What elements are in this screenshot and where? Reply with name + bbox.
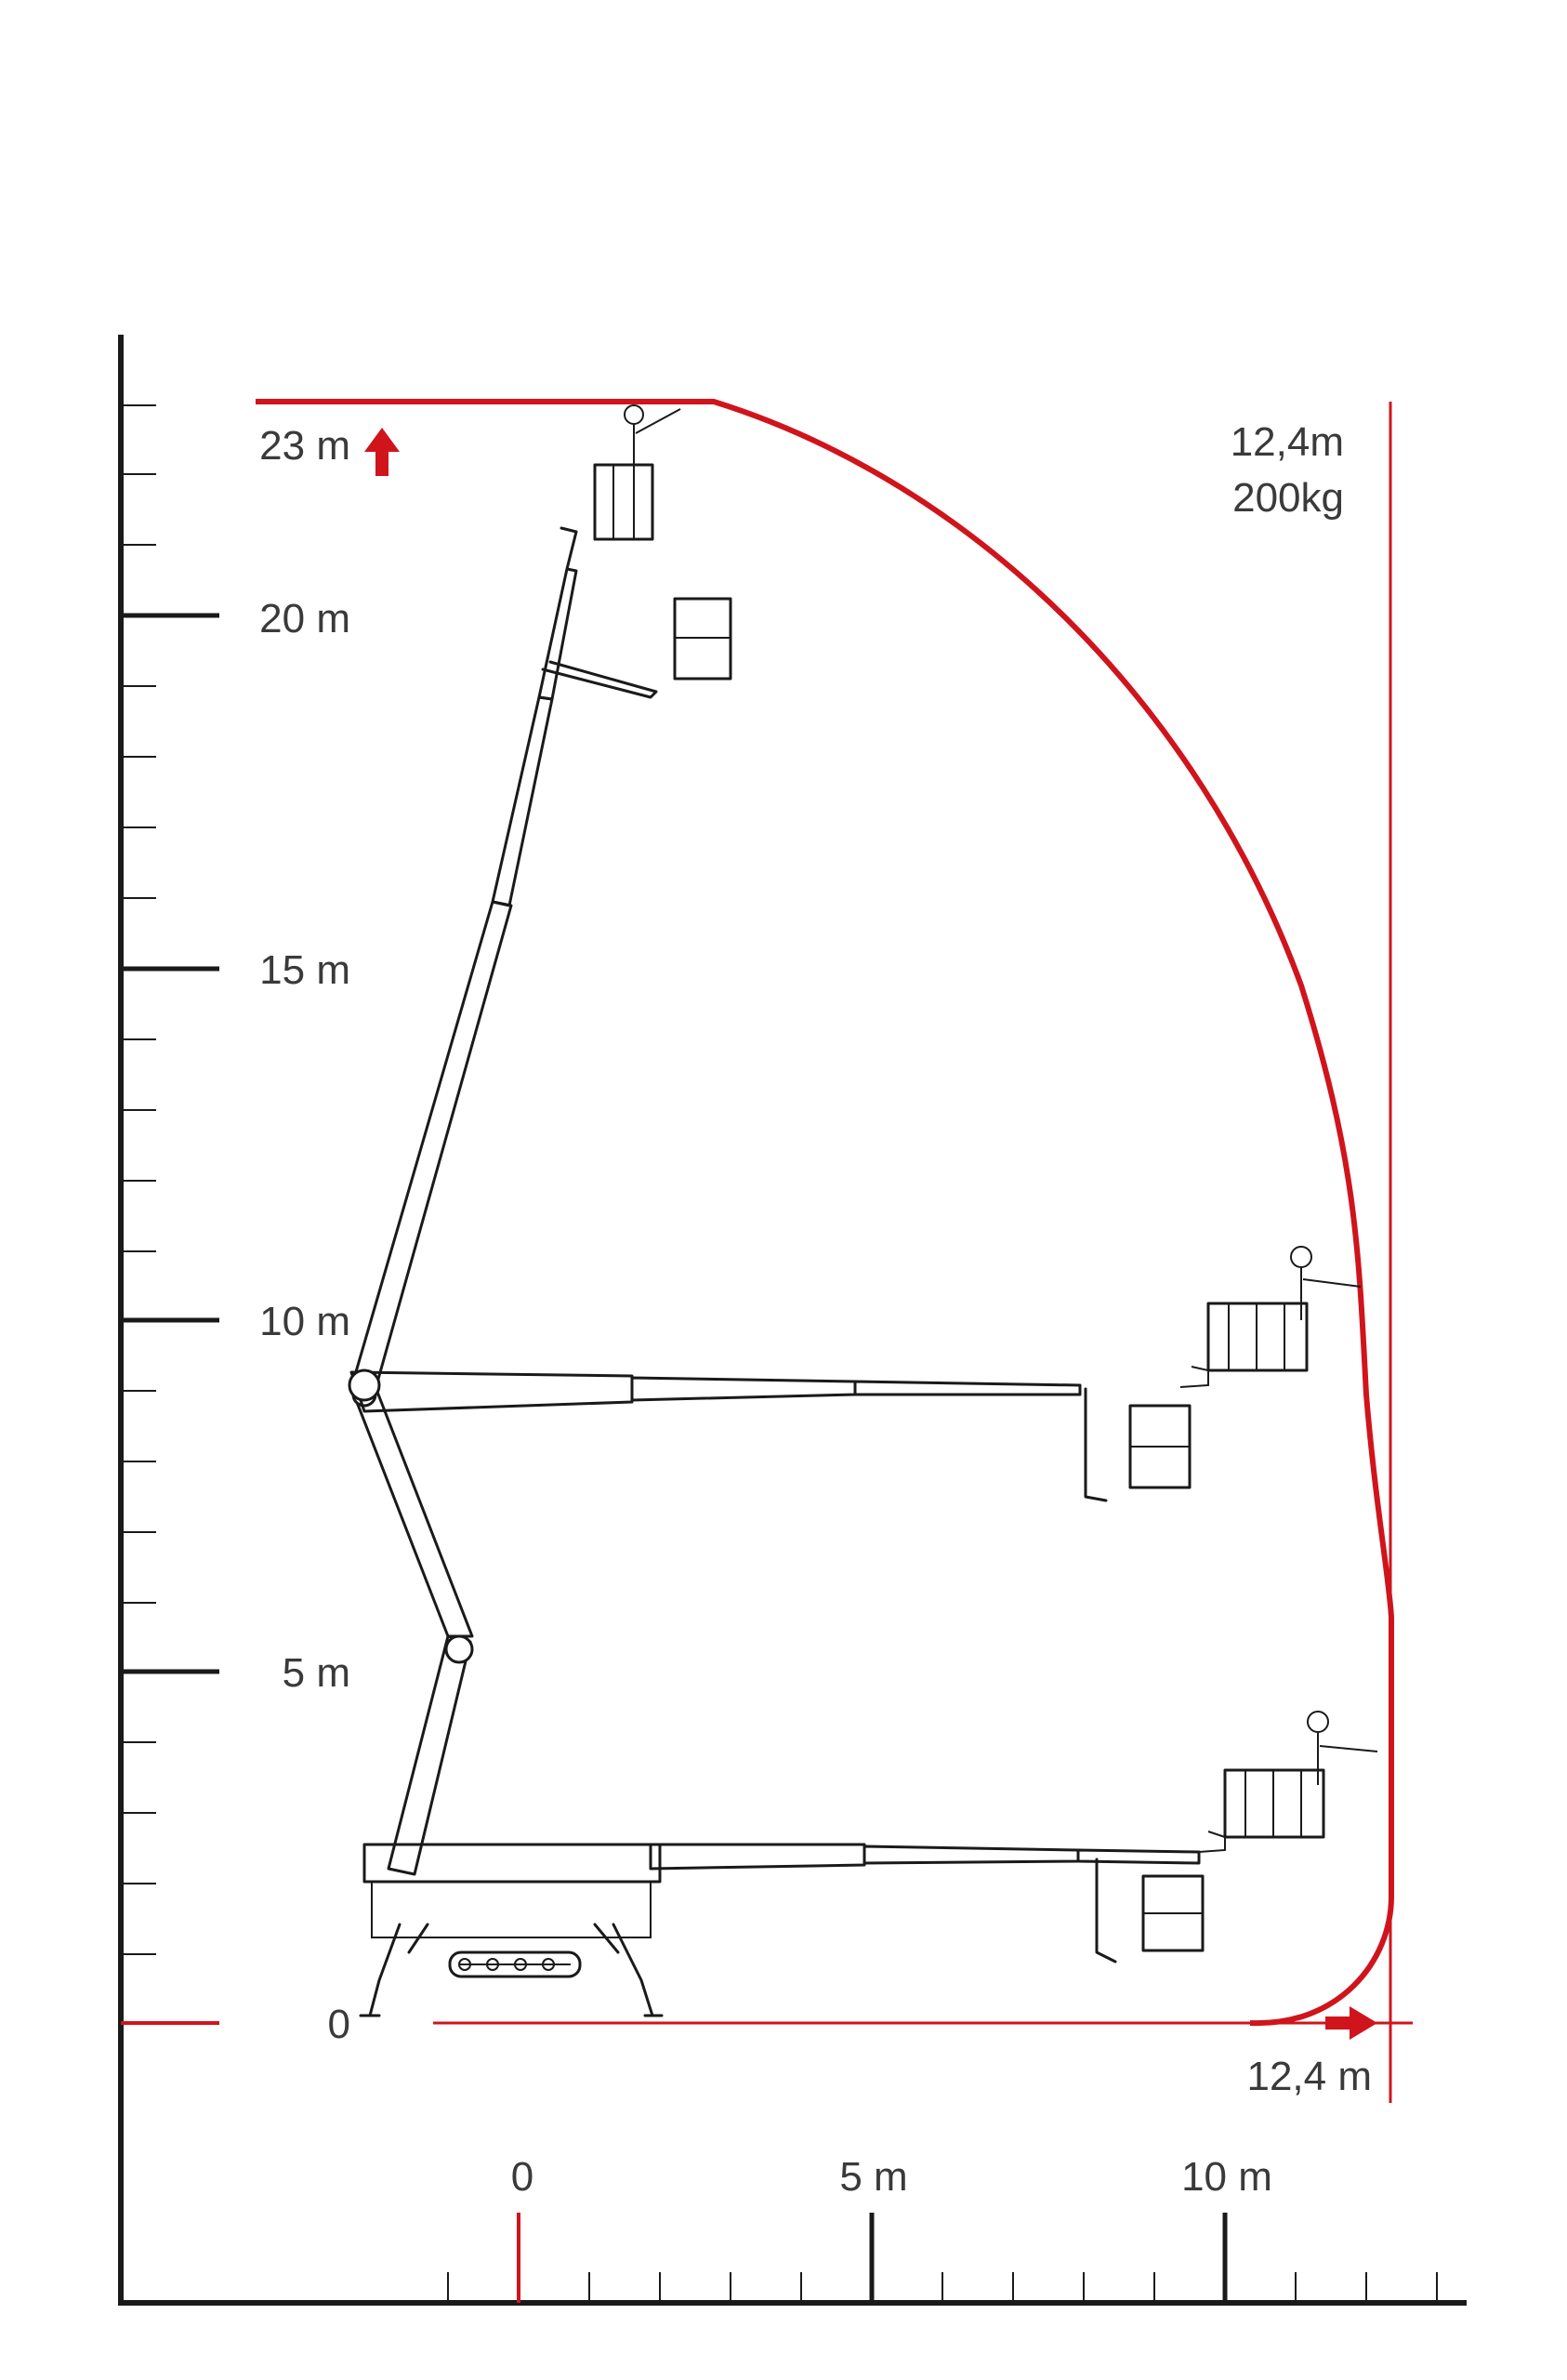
- max-outreach-label-top: 12,4m: [1231, 419, 1344, 465]
- machine-base: [359, 1843, 664, 2017]
- y-label-20m: 20 m: [259, 596, 350, 641]
- x-axis-ticks: [447, 2213, 1438, 2303]
- x-label-5m: 5 m: [839, 2154, 907, 2200]
- arrow-right-icon: [1325, 2006, 1377, 2040]
- y-label-23m: 23 m: [259, 423, 350, 469]
- max-outreach-label-bottom: 12,4 m: [1246, 2054, 1372, 2099]
- y-label-5m: 5 m: [283, 1650, 350, 1696]
- max-load-label: 200kg: [1232, 475, 1344, 521]
- y-label-15m: 15 m: [259, 947, 350, 993]
- x-label-0: 0: [511, 2154, 533, 2200]
- y-label-10m: 10 m: [259, 1299, 350, 1344]
- y-axis-ticks: [121, 404, 219, 2025]
- boom-high: [348, 404, 732, 1402]
- boom-mid: [349, 1246, 1362, 1502]
- boom-articulation: [351, 1382, 474, 1876]
- boom-low: [649, 1711, 1378, 1964]
- machine-drawing: [348, 404, 1378, 2017]
- arrow-up-icon: [364, 428, 400, 476]
- y-label-0: 0: [328, 2002, 350, 2047]
- x-label-10m: 10 m: [1181, 2154, 1272, 2200]
